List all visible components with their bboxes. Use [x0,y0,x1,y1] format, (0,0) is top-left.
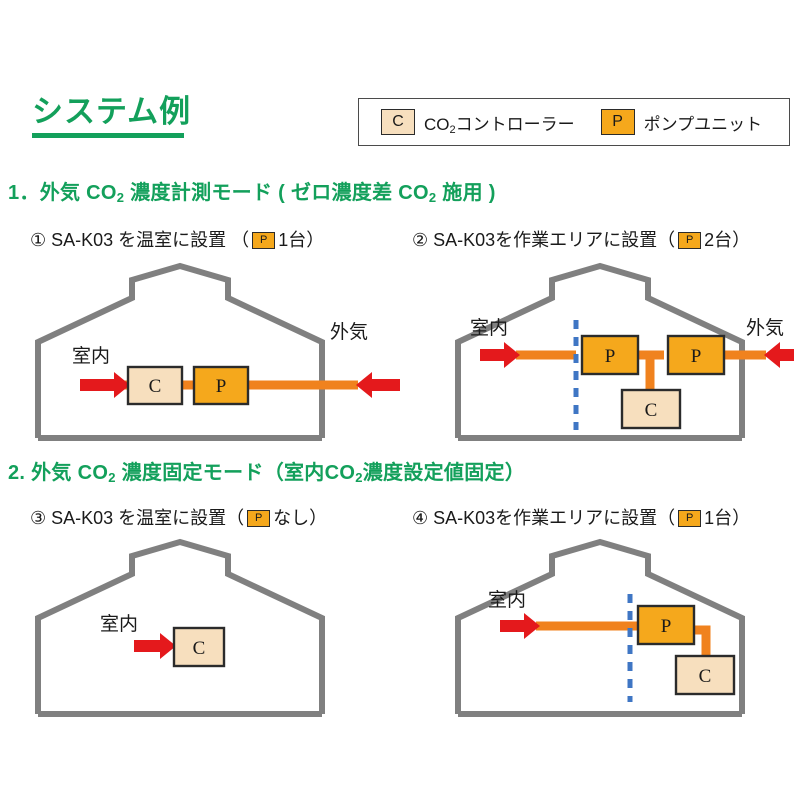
pump-box-1-letter: P [216,376,227,397]
diagram-panel-1: C P 室内 外気 [28,262,408,442]
pump-box-2a: P [580,334,640,376]
arrow-outdoor-2 [764,342,794,368]
pump-box-4: P [636,604,696,646]
greenhouse-outline-2 [455,262,745,438]
greenhouse-outline-4 [455,538,745,714]
section-1-prefix: 1．外気 CO [8,182,117,204]
page-title-text: システム例 [32,94,192,129]
caption-1-post: 1台） [278,230,325,250]
label-outdoor-2: 外気 [746,317,784,339]
section-1-sub2: 2 [428,190,437,205]
arrow-indoor-1 [80,372,130,398]
label-indoor-3: 室内 [100,613,138,635]
legend-label-controller-rest: コントローラー [455,114,575,134]
caption-panel-4: ④ SA-K03を作業エリアに設置（ P 1台） [412,504,750,530]
diagram-panel-3: C 室内 [28,538,408,718]
caption-2-post: 2台） [704,230,751,250]
label-indoor-1: 室内 [72,345,110,367]
greenhouse-outline-3 [35,538,325,714]
diagram-panel-2: P P C 室内 外気 [424,262,796,442]
legend-chip-controller-letter: C [392,113,404,130]
arrow-indoor-3 [134,633,176,659]
section-2-tail: 濃度設定値固定） [362,462,526,484]
caption-4-pre: ④ SA-K03を作業エリアに設置（ [412,508,676,528]
pipe-2 [516,350,766,392]
section-2-rest: 濃度固定モード（室内CO [115,462,356,484]
arrow-indoor-4 [500,613,540,639]
arrow-outdoor-1 [356,372,400,398]
pipe-4 [536,621,711,660]
title-underline [32,133,184,138]
legend-label-pump: ポンプユニット [643,114,763,134]
greenhouse-outline-1 [35,262,325,438]
pump-box-2b: P [666,334,726,376]
controller-box-4-letter: C [699,666,712,687]
controller-box-4: C [674,654,736,696]
arrow-indoor-2 [480,342,520,368]
caption-3-pre: ③ SA-K03 を温室に設置（ [30,508,245,528]
legend-label-controller-co: CO [424,114,450,134]
caption-3-pump-chip: P [247,509,271,527]
controller-box-2-letter: C [645,400,658,421]
caption-1-pre: ① SA-K03 を温室に設置 （ [30,230,250,250]
pump-box-1: P [192,365,250,406]
controller-box-3: C [172,626,226,668]
label-indoor-4: 室内 [488,589,526,611]
caption-panel-3: ③ SA-K03 を温室に設置（ P なし） [30,504,327,530]
label-indoor-2: 室内 [470,317,508,339]
caption-panel-1: ① SA-K03 を温室に設置 （ P 1台） [30,226,324,252]
legend-label-controller-sub: 2 [449,123,456,136]
controller-box-1: C [126,365,184,406]
controller-box-1-letter: C [149,376,162,397]
diagram-panel-4: P C 室内 [424,538,796,718]
section-heading-1: 1．外気 CO2 濃度計測モード ( ゼロ濃度差 CO2 施用 ) [8,176,496,205]
caption-panel-2: ② SA-K03を作業エリアに設置（ P 2台） [412,226,750,252]
legend-label-controller: CO2コントローラー [424,110,575,136]
caption-1-pump-chip: P [252,231,276,249]
caption-4-pump-chip: P [678,509,702,527]
section-1-tail: 施用 ) [436,182,496,204]
legend-chip-pump-letter: P [612,113,623,130]
pump-box-2b-letter: P [691,346,702,367]
pump-box-2a-letter: P [605,346,616,367]
legend: C CO2コントローラー P ポンプユニット [358,98,790,146]
section-2-sub2: 2 [355,470,363,485]
controller-box-2: C [620,388,682,430]
section-2-sub: 2 [108,470,116,485]
legend-chip-controller: C [381,109,415,135]
caption-2-pre: ② SA-K03を作業エリアに設置（ [412,230,676,250]
page-title: システム例 [32,96,191,138]
caption-3-post: なし） [273,508,328,528]
caption-4-post: 1台） [704,508,751,528]
legend-chip-pump: P [600,109,635,135]
section-1-sub: 2 [116,190,125,205]
pump-box-4-letter: P [661,616,672,637]
controller-box-3-letter: C [193,638,206,659]
caption-2-pump-chip: P [678,231,702,249]
section-1-rest: 濃度計測モード ( ゼロ濃度差 CO [124,182,429,204]
section-heading-2: 2. 外気 CO2 濃度固定モード（室内CO2濃度設定値固定） [8,456,525,485]
label-outdoor-1: 外気 [330,321,368,343]
section-2-prefix: 2. 外気 CO [8,462,109,484]
